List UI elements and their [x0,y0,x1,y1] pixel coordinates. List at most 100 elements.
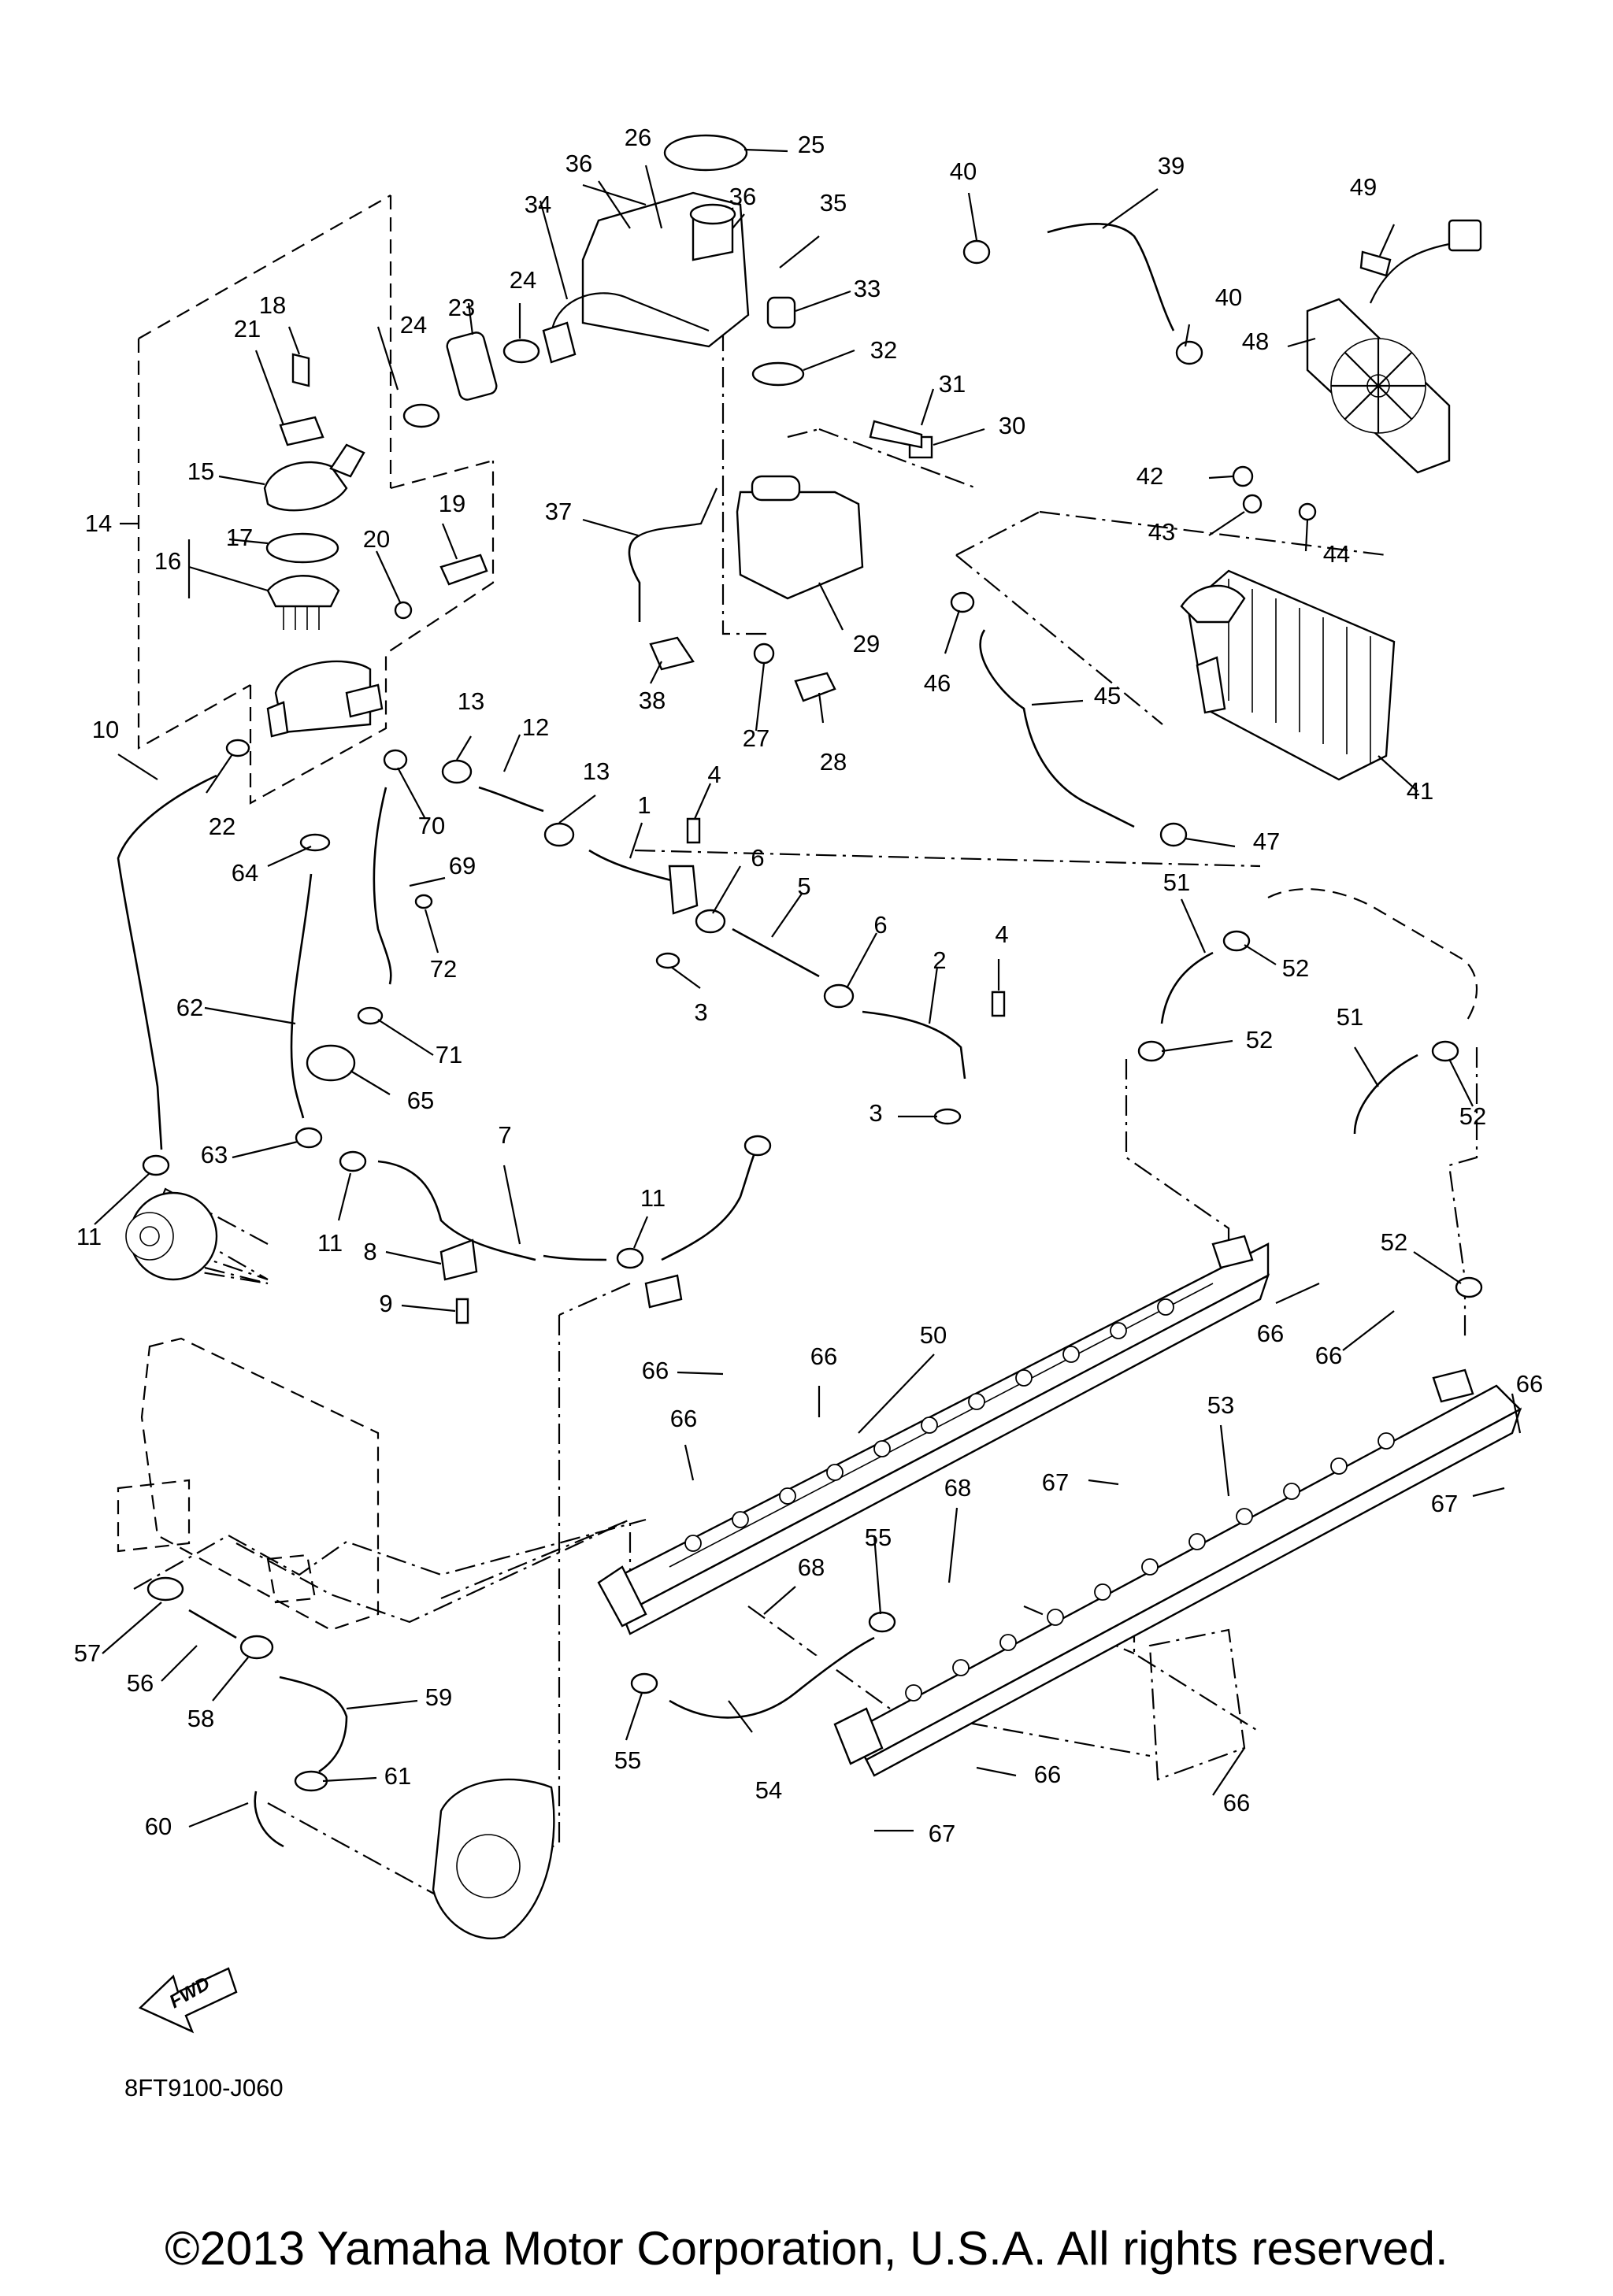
callout-71: 71 [436,1041,462,1068]
callout-65: 65 [407,1087,434,1114]
callout-48: 48 [1242,328,1269,355]
callout-51: 51 [1337,1003,1363,1031]
callout-8: 8 [363,1238,376,1265]
callout-66: 66 [1315,1342,1342,1369]
callout-52: 52 [1282,954,1309,982]
callout-4: 4 [995,920,1008,948]
callout-14: 14 [85,509,112,537]
callout-67: 67 [929,1820,955,1847]
callout-57: 57 [74,1639,101,1667]
callout-31: 31 [939,370,966,398]
callout-11: 11 [640,1184,666,1212]
callout-15: 15 [187,457,214,485]
callout-49: 49 [1350,173,1377,201]
callout-66: 66 [810,1342,837,1370]
callout-69: 69 [449,852,476,880]
exchanger-50-holes [684,1298,1174,1552]
callout-41: 41 [1407,777,1433,805]
callout-58: 58 [187,1705,214,1732]
callout-50: 50 [920,1321,947,1349]
callout-27: 27 [743,724,769,752]
callout-13: 13 [458,687,484,715]
callout-13: 13 [583,757,610,785]
callout-68: 68 [944,1474,971,1502]
callout-66: 66 [1257,1320,1284,1347]
callout-26: 26 [625,124,651,151]
callout-11: 11 [317,1229,343,1257]
callout-30: 30 [999,412,1025,439]
callout-16: 16 [154,547,181,575]
callout-9: 9 [379,1290,392,1317]
callout-72: 72 [430,955,457,983]
callout-32: 32 [870,336,897,364]
callout-43: 43 [1148,518,1175,546]
callout-68: 68 [798,1554,825,1581]
callout-44: 44 [1323,540,1350,568]
part-shapes [117,134,1522,2034]
callout-70: 70 [418,812,445,839]
callout-5: 5 [797,872,810,900]
callout-52: 52 [1381,1228,1407,1256]
callout-56: 56 [127,1669,154,1697]
callout-4: 4 [707,761,721,788]
callout-66: 66 [1223,1789,1250,1816]
callout-62: 62 [176,994,203,1021]
callout-66: 66 [670,1405,697,1432]
callout-40: 40 [1215,283,1242,311]
callout-39: 39 [1158,152,1185,180]
callout-20: 20 [363,525,390,553]
callout-66: 66 [642,1357,669,1384]
callout-36: 36 [565,150,592,177]
callout-55: 55 [614,1746,641,1774]
callout-45: 45 [1094,682,1121,709]
callout-7: 7 [498,1121,511,1149]
callout-6: 6 [751,844,764,872]
callout-52: 52 [1246,1026,1273,1054]
callout-3: 3 [869,1099,882,1127]
callout-24: 24 [400,311,427,339]
callout-24: 24 [510,266,536,294]
callout-18: 18 [259,291,286,319]
callout-40: 40 [950,157,977,185]
callout-51: 51 [1163,868,1190,896]
callout-63: 63 [201,1141,228,1168]
callout-60: 60 [145,1813,172,1840]
callout-35: 35 [820,189,847,217]
callout-46: 46 [924,669,951,697]
callout-25: 25 [798,131,825,158]
copyright-notice: ©2013 Yamaha Motor Corporation, U.S.A. A… [165,2222,1448,2275]
callout-52: 52 [1459,1102,1486,1130]
callout-33: 33 [854,275,881,302]
catalog-code: 8FT9100-J060 [124,2074,284,2102]
callout-2: 2 [933,946,946,974]
callout-47: 47 [1253,828,1280,855]
callout-66: 66 [1034,1761,1061,1788]
callout-36: 36 [729,183,756,210]
callout-12: 12 [522,713,549,741]
leader-lines [94,148,1522,1832]
callout-numbers: 1 2 3 3 4 4 5 6 6 7 8 9 10 11 11 11 12 1… [74,124,1543,1847]
callout-53: 53 [1207,1391,1234,1419]
callout-59: 59 [425,1683,452,1711]
callout-1: 1 [637,791,651,819]
callout-21: 21 [234,315,261,343]
fwd-arrow [138,1967,238,2034]
callout-55: 55 [865,1524,892,1551]
callout-10: 10 [92,716,119,743]
callout-61: 61 [384,1762,411,1790]
callout-22: 22 [209,813,235,840]
callout-29: 29 [853,630,880,657]
callout-54: 54 [755,1776,782,1804]
callout-11: 11 [76,1223,102,1250]
callout-6: 6 [873,911,887,939]
callout-66: 66 [1516,1370,1543,1398]
callout-17: 17 [226,524,253,551]
callout-28: 28 [820,748,847,776]
callout-42: 42 [1137,462,1163,490]
callout-64: 64 [232,859,258,887]
callout-23: 23 [448,294,475,321]
exchanger-53-holes [905,1432,1395,1702]
callout-67: 67 [1431,1490,1458,1517]
callout-38: 38 [639,687,666,714]
